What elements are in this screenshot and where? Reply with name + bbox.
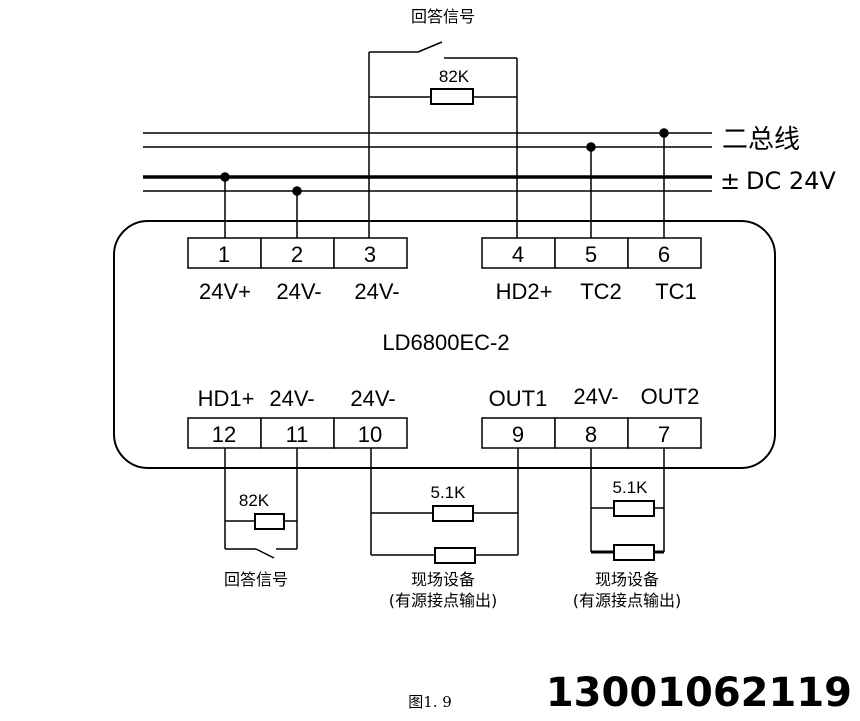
out1-field-device [434,547,476,564]
module-model-label: LD6800EC-2 [382,330,509,355]
terminal-3: 3 [333,237,408,269]
bottom-switch-contact [255,548,275,559]
field-device-2-label: 现场设备 [595,570,659,589]
terminal-label: 24V- [354,279,399,304]
dc-supply-label: DC 24V [746,167,836,195]
bus-taps [220,128,669,238]
top-resistor-label: 82K [439,67,470,86]
terminal-label: 24V- [269,386,314,411]
terminal-label: 24V- [573,384,618,409]
terminal-7: 7 [627,417,702,449]
terminal-9: 9 [481,417,556,449]
bus-lines [143,132,712,192]
terminal-label: 24V+ [199,279,251,304]
terminal-10: 10 [333,417,408,449]
svg-text:9: 9 [512,422,524,447]
svg-text:8: 8 [585,422,597,447]
terminal-label: 24V- [350,386,395,411]
svg-text:7: 7 [658,422,670,447]
bottom-resistor-82k [254,513,285,530]
svg-text:4: 4 [512,242,524,267]
terminal-6: 6 [627,237,702,269]
top-terminal-labels: 24V+ 24V- 24V- HD2+ TC2 TC1 [199,279,697,304]
terminal-8: 8 [554,417,629,449]
terminal-label: 24V- [276,279,321,304]
out2-resistor-label: 5.1K [613,478,649,497]
terminal-4: 4 [481,237,556,269]
terminal-2: 2 [260,237,335,269]
bus-line-label: 二总线 [722,125,800,155]
svg-text:5: 5 [585,242,597,267]
bottom-resistor-label: 82K [239,491,270,510]
out1-resistor-5k1 [432,505,474,522]
terminal-label: OUT2 [641,384,700,409]
out2-field-device [613,544,655,561]
svg-text:10: 10 [358,422,382,447]
bottom-answer-circuit [224,448,298,559]
terminal-label: HD2+ [496,279,553,304]
bottom-switch-label: 回答信号 [224,570,288,589]
junction-dot [586,142,596,152]
field-device-1-label: 现场设备 [411,570,475,589]
bottom-terminal-block: 12 11 10 9 8 7 [187,417,702,449]
svg-text:12: 12 [212,422,236,447]
phone-number: 13001062119 [546,670,852,716]
terminal-label: HD1+ [198,386,255,411]
top-answer-circuit [368,41,518,238]
field-device-1-note: (有源接点输出) [389,591,498,610]
terminal-11: 11 [260,417,335,449]
terminal-label: OUT1 [489,386,548,411]
svg-text:1: 1 [218,242,230,267]
svg-text:3: 3 [364,242,376,267]
out2-resistor-5k1 [613,500,655,517]
top-switch-contact [417,41,443,53]
dc-sign-label: ± [720,167,740,195]
terminal-label: TC2 [580,279,622,304]
junction-dot [292,186,302,196]
figure-caption: 图1. 9 [408,693,452,711]
terminal-12: 12 [187,417,262,449]
junction-dot [659,128,669,138]
field-device-2-note: (有源接点输出) [573,591,682,610]
top-resistor-82k [430,88,474,105]
terminal-label: TC1 [655,279,697,304]
out2-circuit [590,448,665,561]
top-terminal-block: 1 2 3 4 5 6 [187,237,702,269]
terminal-5: 5 [554,237,629,269]
out1-resistor-label: 5.1K [431,483,467,502]
top-switch-label: 回答信号 [411,7,475,26]
module-body [113,220,776,469]
bottom-terminal-labels: HD1+ 24V- 24V- OUT1 24V- OUT2 [198,384,700,411]
terminal-1: 1 [187,237,262,269]
junction-dot [220,172,230,182]
svg-text:6: 6 [658,242,670,267]
out1-circuit [370,448,519,564]
svg-text:2: 2 [291,242,303,267]
svg-text:11: 11 [286,422,309,447]
